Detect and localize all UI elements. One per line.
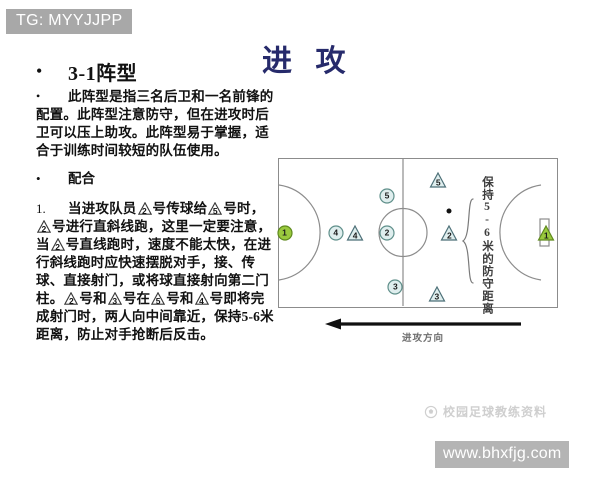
- brand-watermark-text: 校园足球教练资料: [443, 405, 548, 419]
- player-circle-2: 2: [379, 224, 396, 241]
- text-column: • 3-1阵型 • 此阵型是指三名后卫和一名前锋的配置。此阵型注意防守，但在进攻…: [36, 61, 276, 346]
- token-label: 1: [543, 230, 549, 240]
- brand-watermark: 校园足球教练资料: [424, 405, 547, 419]
- soccer-pitch: 1 4 4 5 2 3 5 2 3 1: [276, 158, 558, 308]
- url-watermark: www.bhxfjg.com: [435, 441, 570, 468]
- bullet-marker: •: [36, 171, 41, 186]
- list-number: 1.: [36, 201, 46, 216]
- player-triangle-icon: 2: [37, 220, 51, 233]
- formation-heading: • 3-1阵型: [36, 61, 276, 86]
- token-label: 5: [435, 177, 441, 188]
- token-label: 3: [392, 281, 398, 292]
- formation-heading-text: 3-1阵型: [68, 63, 138, 85]
- player-triangle-icon: 5: [208, 202, 223, 215]
- bullet-marker: •: [36, 61, 43, 81]
- pitch-lines-icon: [279, 159, 550, 306]
- player-triangle-5: 5: [429, 171, 447, 188]
- player-triangle-icon: 3: [107, 292, 122, 305]
- token-label: 4: [352, 230, 358, 240]
- bullet-marker: •: [36, 89, 41, 103]
- token-label: 5: [384, 190, 390, 201]
- ball-icon: [446, 208, 452, 214]
- player-circle-4: 4: [327, 224, 344, 241]
- goalkeeper-triangle-1: 1: [537, 224, 555, 241]
- player-circle-5: 5: [379, 187, 396, 204]
- tactics-diagram: 1 4 4 5 2 3 5 2 3 1: [276, 158, 558, 308]
- cooperation-label: 配合: [68, 171, 95, 186]
- player-triangle-3: 3: [428, 285, 446, 303]
- player-circle-3: 3: [387, 278, 404, 295]
- player-triangle-icon: 5: [151, 292, 166, 305]
- player-triangle-icon: 2: [50, 238, 65, 251]
- goalkeeper-circle-1: 1: [276, 224, 293, 241]
- player-triangle-icon: 2: [137, 202, 152, 215]
- player-triangle-icon: 2: [64, 292, 79, 305]
- defensive-distance-text: 保持5-6米的防守距离: [481, 176, 493, 315]
- page-title: 进 攻: [262, 45, 354, 78]
- defensive-distance-annotation: 保持5-6米的防守距离: [462, 176, 508, 315]
- cooperation-item: • 配合: [36, 170, 276, 188]
- player-triangle-2: 2: [440, 224, 458, 241]
- player-triangle-4: 4: [346, 224, 364, 241]
- formation-description-text: 此阵型是指三名后卫和一名前锋的配置。此阵型注意防守，但在进攻时后卫可以压上助攻。…: [36, 89, 274, 158]
- token-label: 2: [384, 227, 390, 237]
- attack-direction-label: 进攻方向: [401, 334, 444, 344]
- token-label: 2: [446, 230, 452, 240]
- token-label: 4: [333, 227, 339, 237]
- soccer-logo-icon: [424, 405, 438, 419]
- token-label: 1: [282, 227, 287, 237]
- token-label: 3: [434, 291, 440, 302]
- telegram-tag: TG: MYYJJPP: [6, 9, 133, 34]
- curly-brace-icon: [462, 198, 474, 284]
- player-triangle-icon: 4: [194, 292, 209, 305]
- attack-direction-arrow-icon: [325, 318, 521, 330]
- formation-description: • 此阵型是指三名后卫和一名前锋的配置。此阵型注意防守，但在进攻时后卫可以压上助…: [36, 88, 276, 160]
